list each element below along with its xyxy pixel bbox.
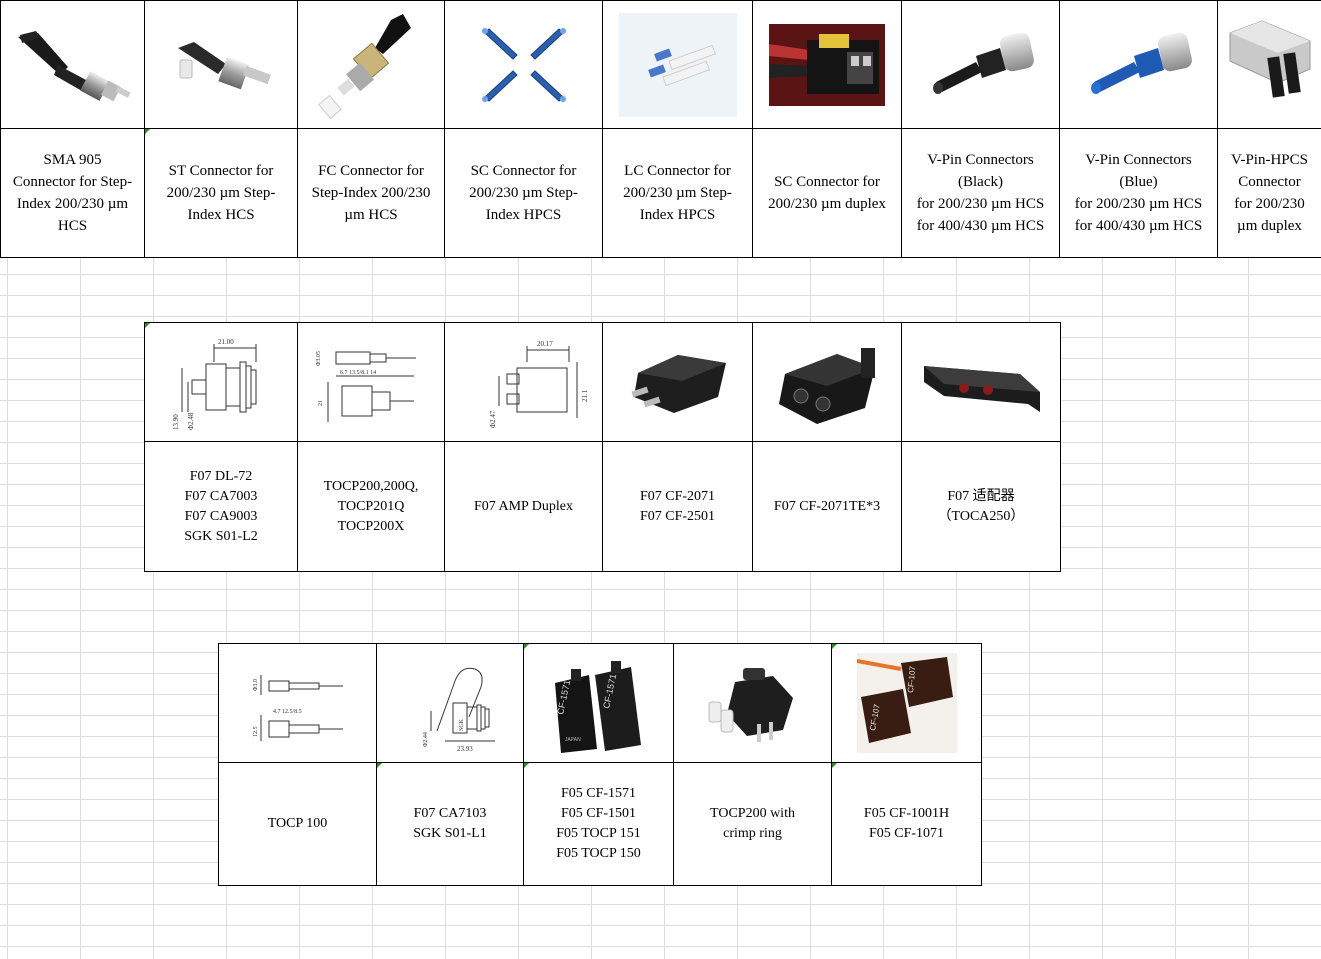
image-f05-cf1571: CF-1571 CF-1571 JAPAN <box>523 643 674 763</box>
image-tocp200-crimp-ring <box>673 643 832 763</box>
vpin-black-connector-icon <box>932 32 1034 94</box>
connector-table-3: Φ3.0 12.5 4.7 12.5/8.5 23.93 Φ2.44 SGK <box>218 643 982 886</box>
image-f05-cf1001h: CF-107 CF-107 <box>831 643 982 763</box>
svg-text:CF-107: CF-107 <box>906 665 917 693</box>
crimp-ring-connector-icon <box>708 668 793 742</box>
label-f07-cf2071te3: F07 CF-2071TE*3 <box>752 441 902 572</box>
image-lc-connector <box>602 0 753 129</box>
connector-table-2: 21.00 13.90 Φ2.48 Φ3.05 6.7 13.5/8.1 14 … <box>144 322 1061 572</box>
svg-text:20.17: 20.17 <box>537 340 553 348</box>
technical-drawing-icon: Φ3.0 12.5 4.7 12.5/8.5 <box>253 675 343 741</box>
svg-text:13.90: 13.90 <box>172 414 180 430</box>
technical-drawing-icon: 20.17 21.1 Φ2.47 <box>489 340 589 428</box>
drawing-f07-amp-duplex: 20.17 21.1 Φ2.47 <box>444 322 603 442</box>
svg-text:SGK: SGK <box>459 718 465 731</box>
svg-text:Φ3.05: Φ3.05 <box>316 351 322 366</box>
sc-duplex-connector-icon <box>769 23 885 106</box>
image-sma905-connector <box>0 0 145 129</box>
image-vpin-hpcs-connector <box>1217 0 1321 129</box>
drawing-f07-dl72: 21.00 13.90 Φ2.48 <box>144 322 298 442</box>
drawing-tocp200: Φ3.05 6.7 13.5/8.1 14 21 <box>297 322 445 442</box>
technical-drawing-icon: 21.00 13.90 Φ2.48 <box>172 338 257 430</box>
image-sc-duplex-connector <box>752 0 902 129</box>
svg-text:Φ2.48: Φ2.48 <box>187 412 195 430</box>
technical-drawing-icon: Φ3.05 6.7 13.5/8.1 14 21 <box>316 351 416 422</box>
image-st-connector <box>144 0 298 129</box>
image-f07-cf2071 <box>602 322 753 442</box>
vpin-blue-connector-icon <box>1090 32 1192 94</box>
black-duplex-connector-icon <box>630 355 726 413</box>
technical-drawing-icon: 23.93 Φ2.44 SGK <box>423 667 495 753</box>
svg-text:Φ2.47: Φ2.47 <box>489 410 497 428</box>
label-f07-toca250: F07 适配器（TOCA250） <box>901 441 1061 572</box>
drawing-f07-ca7103: 23.93 Φ2.44 SGK <box>376 643 524 763</box>
black-duplex-connector-icon <box>779 348 875 424</box>
svg-text:23.93: 23.93 <box>457 745 473 753</box>
adapter-connector-icon <box>924 366 1040 412</box>
image-vpin-blue-connector <box>1059 0 1218 129</box>
svg-text:JAPAN: JAPAN <box>565 737 581 743</box>
label-vpin-black: V-Pin Connectors(Black)for 200/230 µm HC… <box>901 128 1060 258</box>
drawing-tocp100: Φ3.0 12.5 4.7 12.5/8.5 <box>218 643 377 763</box>
svg-text:21.1: 21.1 <box>581 389 589 402</box>
svg-text:Φ3.0: Φ3.0 <box>253 679 259 691</box>
st-connector-icon <box>178 41 271 89</box>
svg-text:Φ2.44: Φ2.44 <box>423 732 429 747</box>
image-f07-cf2071te3 <box>752 322 902 442</box>
svg-text:6.7 13.5/8.1 14: 6.7 13.5/8.1 14 <box>340 370 376 376</box>
vpin-hpcs-connector-icon <box>1229 19 1310 98</box>
sc-connector-icon <box>481 27 566 102</box>
image-vpin-black-connector <box>901 0 1060 129</box>
label-vpin-blue: V-Pin Connectors(Blue)for 200/230 µm HCS… <box>1059 128 1218 258</box>
image-f07-toca250 <box>901 322 1061 442</box>
label-f07-amp-duplex: F07 AMP Duplex <box>444 441 603 572</box>
lc-connector-icon <box>618 12 737 117</box>
black-connector-pair-icon: CF-1571 CF-1571 JAPAN <box>554 661 641 753</box>
label-tocp100: TOCP 100 <box>218 762 377 886</box>
image-sc-connector <box>444 0 603 129</box>
svg-text:12.5: 12.5 <box>253 727 259 738</box>
fc-connector-icon <box>318 13 411 119</box>
image-fc-connector <box>297 0 445 129</box>
svg-text:21: 21 <box>318 400 324 406</box>
svg-text:4.7 12.5/8.5: 4.7 12.5/8.5 <box>273 709 302 715</box>
connector-pair-orange-cable-icon: CF-107 CF-107 <box>856 653 957 753</box>
svg-text:21.00: 21.00 <box>218 338 234 346</box>
sma-connector-icon <box>17 30 131 101</box>
